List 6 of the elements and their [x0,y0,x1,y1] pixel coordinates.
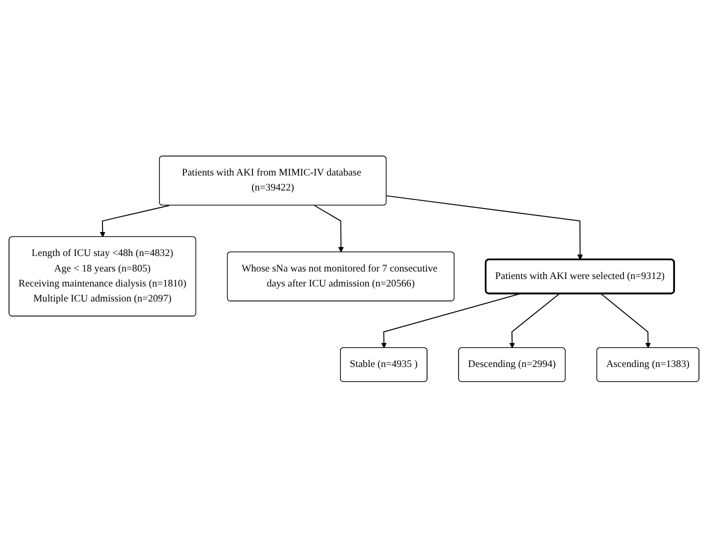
arrow [386,196,583,260]
arrow [509,293,560,348]
arrow [100,205,170,238]
arrow [314,205,344,253]
arrow [600,293,651,348]
arrow [381,293,520,348]
